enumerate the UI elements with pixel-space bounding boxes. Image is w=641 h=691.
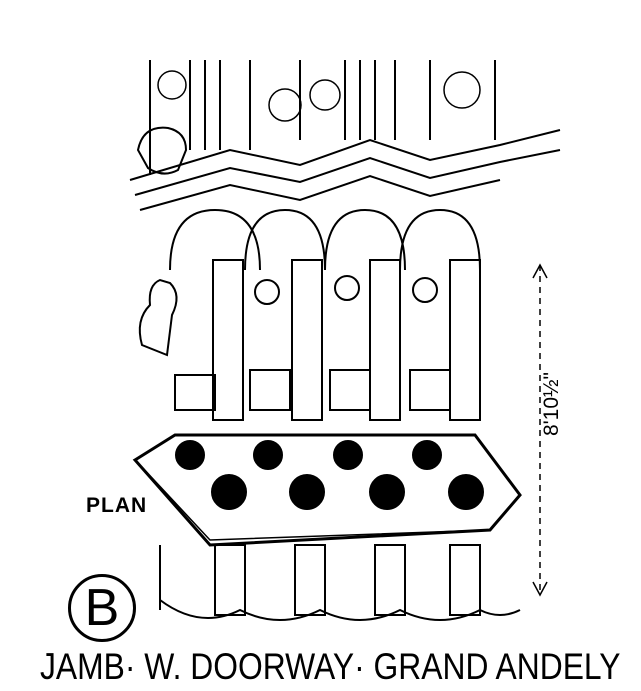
statue-figure [138,278,178,357]
dimension-label: 8'10½" [540,371,564,437]
plan-diagram [132,433,522,547]
columns [212,259,481,421]
figure-badge: B [68,574,136,642]
cornice [129,129,561,211]
dimension-line [532,263,548,597]
trefoil-arches [169,208,481,271]
plan-label: PLAN [86,494,148,517]
beast-carving [136,126,188,175]
plan-columns [175,440,484,510]
badge-letter: B [84,579,120,637]
figure-caption: JAMB· W. DOORWAY· GRAND ANDELY [40,646,621,687]
upper-foliage [157,70,481,122]
carved-heads [254,275,438,305]
lower-capitals [174,369,451,411]
lower-shafts [159,544,521,621]
